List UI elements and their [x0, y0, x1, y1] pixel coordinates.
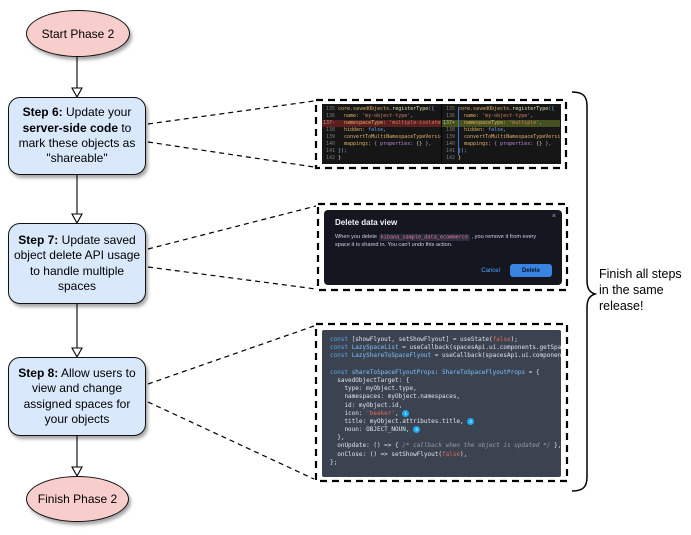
- start-node: Start Phase 2: [26, 10, 130, 57]
- close-icon: ×: [551, 213, 556, 220]
- modal-title: Delete data view: [335, 218, 398, 227]
- code-line: id: myObject.id,: [330, 401, 403, 409]
- step8-node: Step 8: Allow users to view and change a…: [8, 357, 146, 436]
- step6-label: Step 6: Update your server-side code to …: [18, 105, 136, 166]
- index-name-code: kibana_sample_data_ecommerce: [378, 233, 470, 241]
- code-line: onUpdate: () => { /* callback when the o…: [330, 442, 561, 450]
- modal-body: When you delete kibana_sample_data_ecomm…: [324, 227, 562, 249]
- code-line: type: myObject.type,: [330, 385, 417, 393]
- brace-annotation: Finish all steps in the same release!: [599, 267, 682, 313]
- cancel-button: Cancel: [481, 267, 500, 274]
- diff-line: 136 name: 'my-object-type',: [325, 113, 414, 119]
- diff-line: 142}: [325, 155, 342, 161]
- code-line: const LazyShareToSpaceFlyout = useCallba…: [330, 352, 561, 360]
- code-line: title: myObject.attributes.title, 2: [330, 417, 561, 426]
- modal-actions: Cancel Delete: [481, 264, 552, 277]
- step6-node: Step 6: Update your server-side code to …: [8, 97, 146, 175]
- diff-line: 138 hidden: false,: [445, 127, 507, 133]
- diff-line: 138 hidden: false,: [325, 127, 387, 133]
- curly-brace: [571, 91, 598, 492]
- diff-line: 141});: [445, 148, 468, 154]
- code-line: const [showFlyout, setShowFlyout] = useS…: [330, 336, 518, 343]
- diff-line: 141});: [325, 148, 348, 154]
- diff-line: 136 name: 'my-object-type',: [445, 113, 534, 119]
- code-line: savedObjectTarget: {: [330, 376, 410, 384]
- step7-label: Step 7: Update saved object delete API u…: [13, 232, 141, 293]
- diff-line: 140 mappings: { properties: {} },: [325, 141, 432, 147]
- code-line: icon: 'beaker', 1: [330, 409, 561, 418]
- modal-body-pre: When you delete: [335, 234, 379, 240]
- diff-line: 139 convertToMultiNamespaceTypeVersion: …: [445, 134, 560, 140]
- step8-label: Step 8: Allow users to view and change a…: [18, 365, 136, 426]
- diff-line: 142}: [445, 155, 462, 161]
- callout-connectors: [147, 100, 317, 480]
- delete-modal-screenshot: × Delete data view When you delete kiban…: [324, 210, 562, 285]
- code-screenshot: const [showFlyout, setShowFlyout] = useS…: [322, 330, 561, 477]
- code-line: namespaces: myObject.namespaces,: [330, 393, 461, 401]
- diff-line: 139 convertToMultiNamespaceTypeVersion: …: [325, 134, 441, 140]
- start-label: Start Phase 2: [41, 26, 115, 41]
- code-line: onClose: () => setShowFlyout(false),: [330, 450, 468, 458]
- finish-label: Finish Phase 2: [37, 492, 118, 506]
- scope-line: [458, 107, 459, 155]
- modal-body-post: , you remove it from every space it is s…: [335, 234, 537, 248]
- delete-button: Delete: [509, 264, 552, 277]
- code-line: const shareToSpaceFlyoutProps: ShareToSp…: [330, 368, 540, 376]
- code-line: noun: OBJECT_NOUN, 3: [330, 426, 561, 434]
- code-line: [330, 361, 561, 369]
- finish-node: Finish Phase 2: [26, 476, 129, 522]
- diff-line: 137- namespaceType: 'multiple-isolated',: [322, 120, 441, 127]
- diff-line: 140 mappings: { properties: {} },: [445, 141, 552, 147]
- diff-line: 137+ namespaceType: 'multiple',: [442, 120, 560, 127]
- code-line: const LazySpaceList = useCallback(spaces…: [330, 344, 561, 352]
- code-line: };: [330, 458, 338, 466]
- step7-node: Step 7: Update saved object delete API u…: [8, 223, 146, 304]
- code-line: },: [330, 434, 345, 442]
